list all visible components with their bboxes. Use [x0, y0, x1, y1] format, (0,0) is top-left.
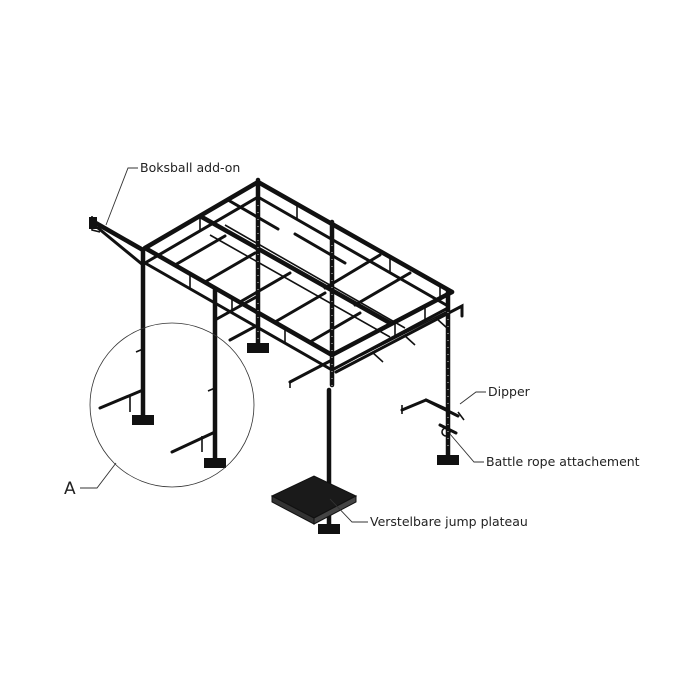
boxing-ball-leader — [105, 167, 138, 226]
dipper-leader — [459, 391, 486, 405]
side-pullup-bar — [288, 358, 334, 384]
roof-rail-left-lower — [143, 261, 334, 372]
foot-plate — [204, 458, 226, 468]
foot-plate — [318, 524, 340, 534]
roof-rail-front-lower — [330, 306, 450, 372]
j-hook — [98, 388, 145, 410]
side-connectors — [213, 294, 334, 388]
battle-rope-attachment — [438, 423, 458, 437]
foot-plate — [247, 343, 269, 353]
roof-mid-beam — [197, 213, 393, 326]
jump-plateau-label: Verstelbare jump plateau — [370, 514, 528, 529]
dipper — [400, 398, 465, 421]
jump-plateau-leader — [329, 498, 368, 523]
detail-circle-a — [89, 322, 255, 488]
roof-frame — [142, 179, 464, 374]
j-hooks — [98, 348, 217, 454]
front-overhang — [334, 303, 464, 374]
jump-plateau — [270, 475, 358, 525]
ladder-rung — [293, 232, 347, 265]
dipper-label: Dipper — [488, 384, 531, 399]
ladder-rung — [308, 311, 362, 344]
foot-plate — [132, 415, 154, 425]
ladder-rung — [173, 234, 227, 267]
detail-a-leader — [80, 462, 117, 489]
boxing-ball-label: Boksball add-on — [140, 160, 240, 175]
ladder-rung — [273, 291, 327, 324]
roof-rail-right-lower — [256, 195, 450, 308]
j-hook — [170, 430, 217, 454]
plateau-top — [270, 475, 358, 519]
roof-rail-right-back — [255, 179, 335, 227]
ladder-rung — [203, 251, 257, 284]
boxing-ball-add-on — [89, 216, 146, 267]
ladder-rung — [353, 271, 412, 307]
roof-rail-right — [329, 221, 455, 295]
battle-rope-label: Battle rope attachement — [486, 454, 640, 469]
foot-plate — [437, 455, 459, 465]
detail-a-label: A — [64, 479, 76, 499]
battle-rope-leader — [449, 433, 484, 463]
ladder-rung — [226, 198, 280, 231]
ladder-rung — [238, 271, 292, 304]
